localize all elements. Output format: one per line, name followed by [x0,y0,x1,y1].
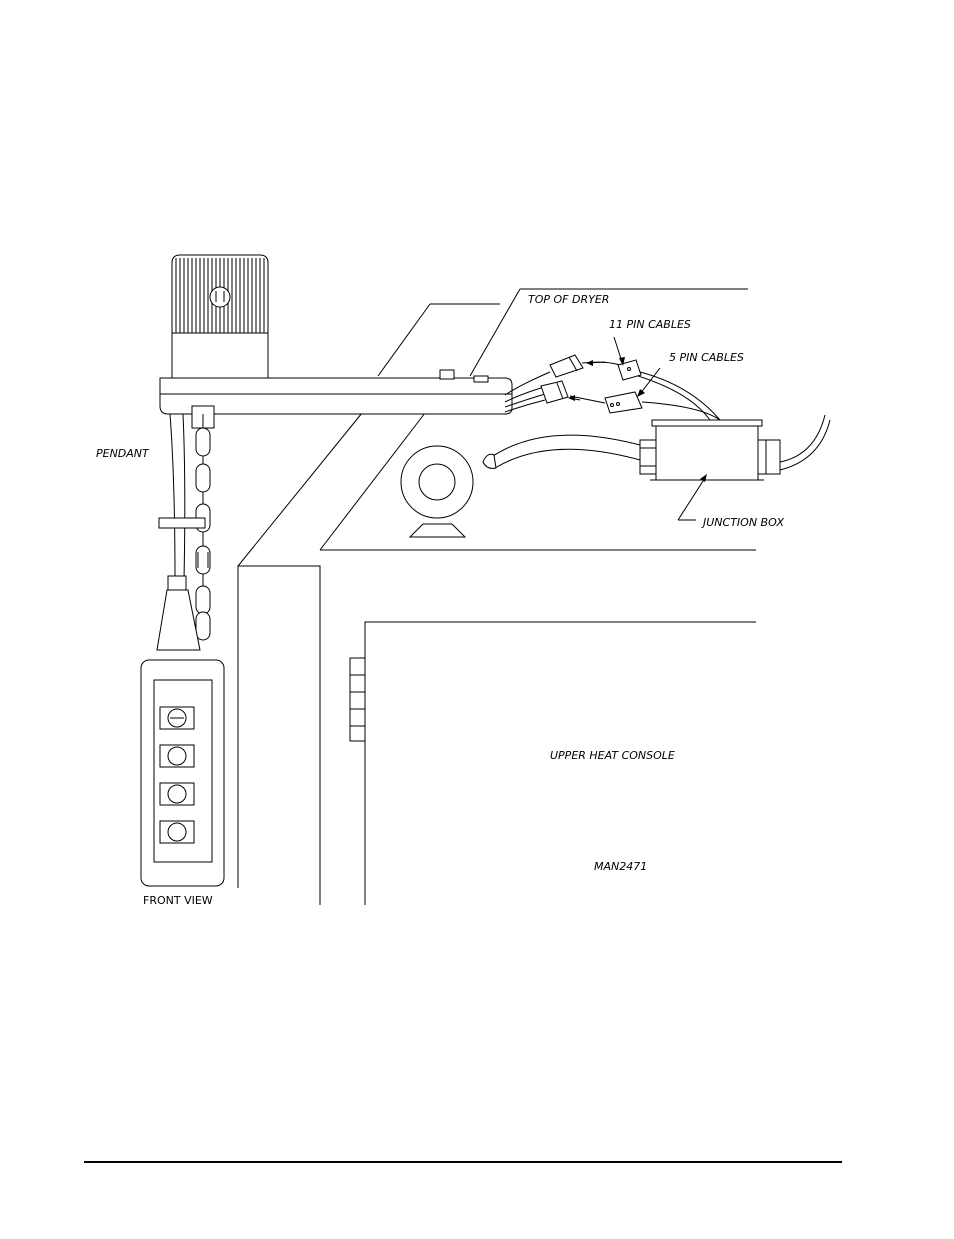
pendant-button [168,747,186,765]
label-5-pin-cables: 5 PIN CABLES [669,351,744,364]
label-drawing-number: MAN2471 [594,860,647,873]
chain-link [196,586,210,614]
label-junction-box: JUNCTION BOX [701,516,784,529]
label-front-view: FRONT VIEW [143,894,213,907]
pendant-box [141,660,224,886]
label-pendant: PENDANT [96,447,150,460]
junction-box-drawing [640,420,780,520]
round-fan-fixture [401,446,473,537]
chain-link [196,428,210,456]
label-11-pin-cables: 11 PIN CABLES [609,318,691,331]
label-top-of-dryer: TOP OF DRYER [528,293,609,306]
upper-heat-console [350,622,756,905]
pendant-button [168,785,186,803]
label-upper-heat-console: UPPER HEAT CONSOLE [550,749,675,762]
signal-light [172,255,268,388]
chain-link [196,464,210,492]
pendant-button [168,823,186,841]
chain-link [196,612,210,640]
